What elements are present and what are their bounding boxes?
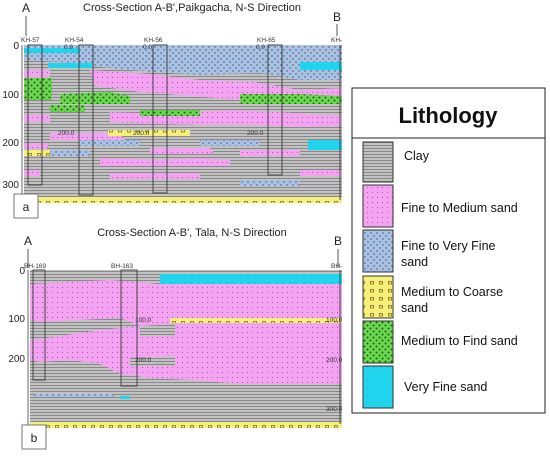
panel-b-end-left: A <box>24 234 32 248</box>
panel-a-fine-very-fine-4 <box>50 150 90 156</box>
panel-b-clay-lens-1 <box>140 324 175 336</box>
panel-a-label-box <box>13 193 39 219</box>
panel-a-mark-2: 0.0 <box>143 44 152 51</box>
panel-a-well-label-2: KH-54 <box>65 37 84 44</box>
legend-label-clay: Clay <box>404 149 430 163</box>
panel-b-well-bh169 <box>32 269 46 381</box>
panel-b-mark-1: 100.0 <box>135 317 152 324</box>
panel-a-well-kh57 <box>27 44 43 186</box>
panel-a-well-kh54 <box>78 44 94 196</box>
panel-b-clay-lens-2 <box>130 356 175 366</box>
panel-a-very-fine-4 <box>308 140 342 150</box>
panel-b-well-label-2: BH-163 <box>111 263 133 270</box>
panel-a-fine-medium-10 <box>24 170 40 176</box>
legend-swatch-clay <box>362 141 394 183</box>
legend-label-medium-to-coarse-sand: Medium to Coarse sand <box>401 285 507 315</box>
legend-swatch-fine-to-very-fine-sand <box>362 229 394 273</box>
panel-b-label: b <box>31 431 38 445</box>
panel-a-ytick-200: 200 <box>2 138 19 149</box>
legend-title: Lithology <box>399 103 499 128</box>
panel-b-coarse-band-bottom <box>30 422 342 428</box>
panel-a: Cross-Section A-B',Paikgacha, N-S Direct… <box>2 1 342 219</box>
panel-a-well-label-4: KH-65 <box>257 37 276 44</box>
panel-a-mark-1: 0.0 <box>64 44 73 51</box>
panel-a-title: Cross-Section A-B',Paikgacha, N-S Direct… <box>83 2 301 14</box>
panel-a-medium-find-1 <box>24 78 52 100</box>
panel-a-fine-medium-6 <box>150 148 215 154</box>
panel-a-fine-medium-9 <box>100 158 230 166</box>
panel-b-fine-very-fine-lower <box>34 394 114 397</box>
panel-a-mark-4: 200.0 <box>58 130 75 137</box>
legend-label-medium-to-find-sand: Medium to Find sand <box>401 334 518 348</box>
panel-a-fine-medium-12 <box>300 170 342 176</box>
panel-b-label-box <box>21 424 47 450</box>
legend-label-medium-to-coarse-sand-line1: Medium to Coarse <box>401 285 503 299</box>
lithology-legend: Lithology Clay Fine to Medium sand Fine … <box>351 87 546 414</box>
panel-b-very-fine-top <box>160 274 342 284</box>
legend-label-fine-to-very-fine-sand-line2: sand <box>401 255 428 269</box>
panel-a-medium-find-4 <box>50 105 85 112</box>
panel-a-fine-very-fine-5 <box>240 180 300 186</box>
panel-b-ytick-100: 100 <box>8 314 25 325</box>
panel-a-label: a <box>23 200 30 214</box>
panel-a-ytick-300: 300 <box>2 180 19 191</box>
panel-a-well-label-5: KH- <box>331 37 342 44</box>
legend-label-very-fine-sand: Very Fine sand <box>404 380 487 394</box>
panel-a-coarse-band-bottom <box>24 197 342 203</box>
panel-a-fine-very-fine-upper <box>24 45 342 80</box>
panel-b-ytick-0: 0 <box>19 266 25 277</box>
panel-b-well-label-1: BH-169 <box>24 263 46 270</box>
legend-swatch-very-fine-sand <box>362 365 394 409</box>
panel-b: Cross-Section A-B', Tala, N-S Direction … <box>8 227 343 450</box>
panel-a-medium-find-5 <box>140 110 200 116</box>
panel-a-ytick-0: 0 <box>13 41 19 52</box>
panel-b-title: Cross-Section A-B', Tala, N-S Direction <box>97 227 287 239</box>
panel-b-well-bh163 <box>120 269 138 387</box>
panel-b-mark-3: 200.0 <box>135 357 152 364</box>
panel-b-end-right: B <box>334 234 342 248</box>
panel-a-fine-medium-4 <box>24 115 50 122</box>
panel-b-mark-5: 300.0 <box>326 406 343 413</box>
panel-a-medium-find-3 <box>240 94 342 104</box>
panel-a-well-kh56 <box>152 44 168 194</box>
panel-a-well-label-3: KH-56 <box>144 37 163 44</box>
panel-a-end-right: B <box>333 10 341 24</box>
panel-a-very-fine-1 <box>24 48 80 53</box>
panel-a-fine-medium-2 <box>24 70 50 77</box>
panel-a-coarse-lens-1 <box>108 130 190 136</box>
legend-label-fine-to-medium-sand: Fine to Medium sand <box>401 201 518 215</box>
panel-b-coarse-band-mid <box>170 318 342 323</box>
panel-a-coarse-lens-2 <box>24 150 50 156</box>
panel-a-fine-very-fine-2 <box>80 140 140 146</box>
panel-a-ytick-100: 100 <box>2 90 19 101</box>
legend-swatch-medium-to-find-sand <box>362 320 394 364</box>
panel-b-mark-4: 200.0 <box>326 357 343 364</box>
panel-b-very-fine-lower <box>120 396 130 399</box>
panel-a-fine-medium-11 <box>110 173 200 179</box>
legend-label-fine-to-very-fine-sand-line1: Fine to Very Fine <box>401 239 496 253</box>
legend-label-medium-to-coarse-sand-line2: sand <box>401 301 428 315</box>
legend-swatch-fine-to-medium-sand <box>362 184 394 228</box>
panel-a-very-fine-3 <box>300 62 342 70</box>
panel-b-fine-medium-main <box>30 280 342 384</box>
panel-a-medium-find-2 <box>60 92 130 104</box>
panel-a-fine-very-fine-3 <box>200 140 260 146</box>
panel-a-very-fine-2 <box>48 63 92 68</box>
legend-label-fine-to-very-fine-sand: Fine to Very Fine sand <box>401 239 499 269</box>
panel-a-mark-5: 200.0 <box>133 130 150 137</box>
panel-a-well-label-1: KH-57 <box>21 37 40 44</box>
panel-a-fine-medium-5 <box>50 133 125 140</box>
legend-swatch-medium-to-coarse-sand <box>362 275 394 319</box>
panel-b-ytick-200: 200 <box>8 354 25 365</box>
panel-a-mark-6: 200.0 <box>247 130 264 137</box>
panel-b-mark-2: 100.0 <box>326 317 343 324</box>
panel-a-mark-3: 0.0 <box>256 44 265 51</box>
panel-a-well-kh65 <box>267 44 283 176</box>
panel-b-well-label-3: BH- <box>331 263 342 270</box>
panel-a-fine-medium-7 <box>240 150 300 156</box>
panel-a-end-left: A <box>22 1 30 15</box>
